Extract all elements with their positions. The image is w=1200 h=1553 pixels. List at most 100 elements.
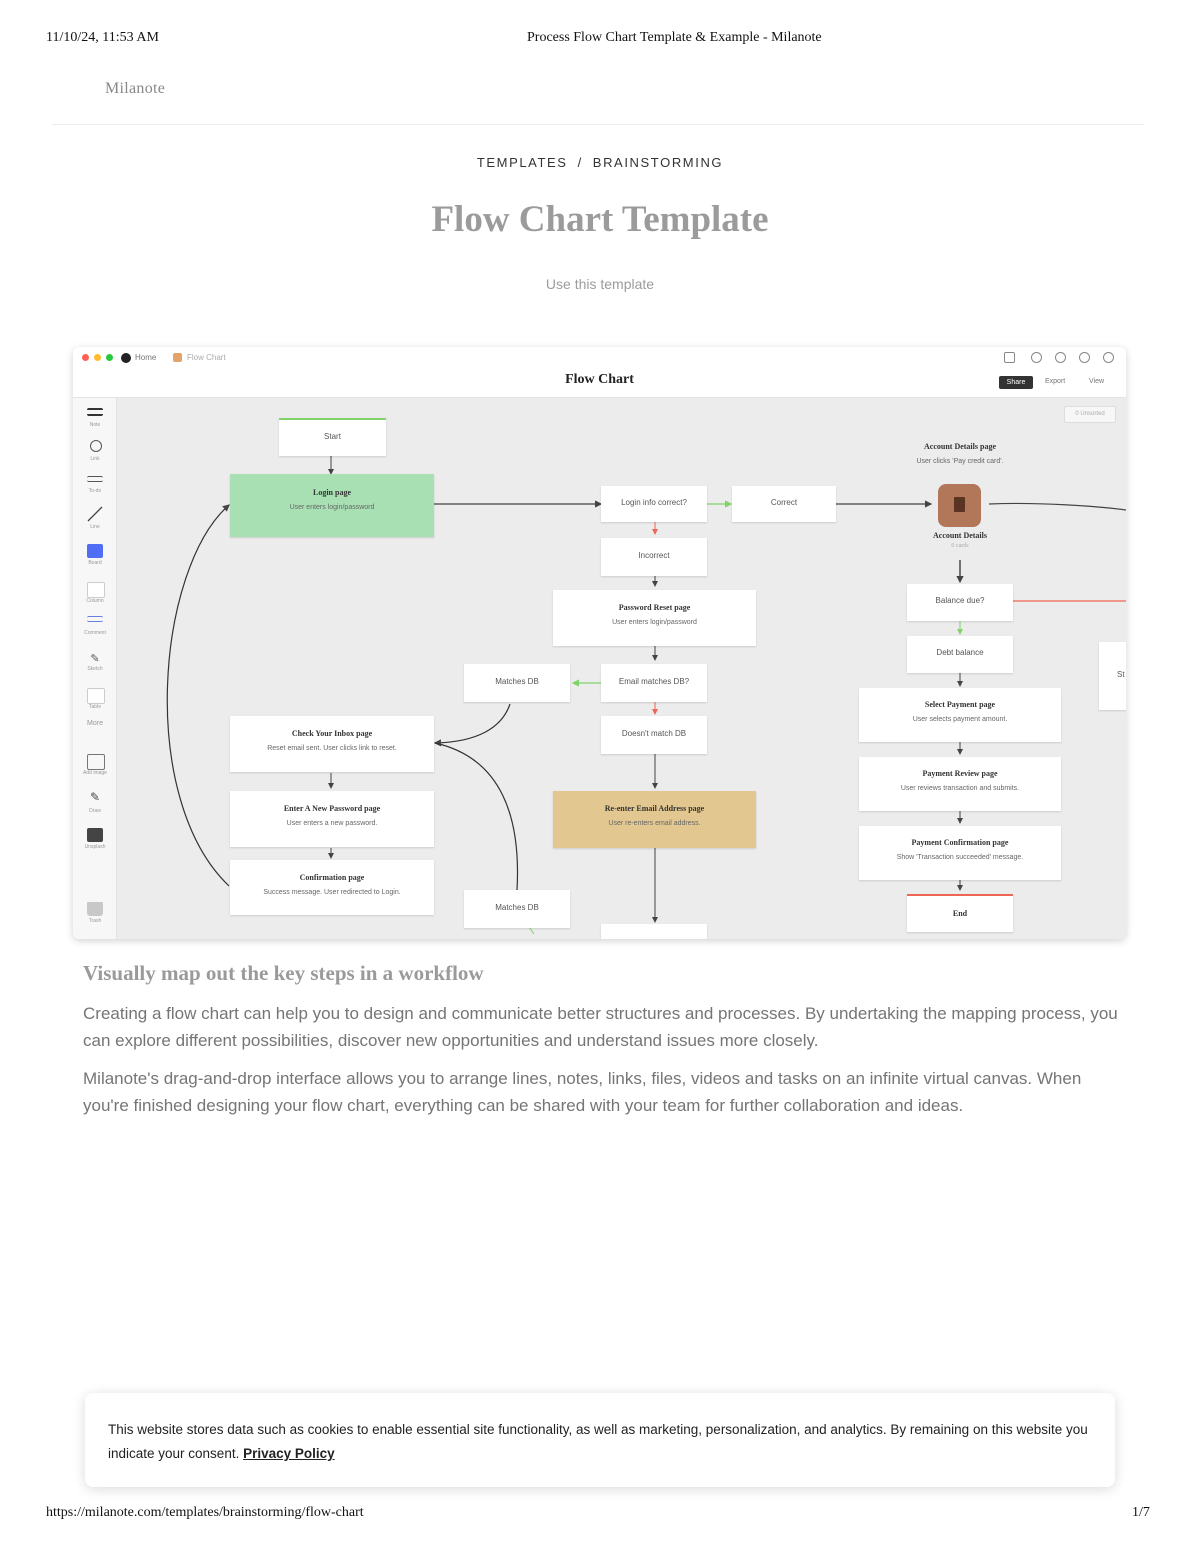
node-subtitle: Reset email sent. User clicks link to re… <box>267 745 397 752</box>
app-crumb-board[interactable]: Flow Chart <box>187 353 226 362</box>
flow-node-end[interactable]: End <box>907 894 1013 932</box>
node-title: Login page <box>312 488 351 497</box>
search-icon[interactable] <box>1055 352 1066 363</box>
page-title: Flow Chart Template <box>431 199 769 240</box>
node-text: Doesn't match DB <box>621 729 687 738</box>
tool-label: Sketch <box>87 666 103 672</box>
window-minimize-dot <box>94 354 101 361</box>
node-title: Password Reset page <box>618 603 691 612</box>
node-title: Payment Review page <box>922 769 998 778</box>
flow-node-balance-decision[interactable]: Balance due? <box>907 584 1013 621</box>
flow-node-payment-review-page[interactable]: Payment Review page User reviews transac… <box>859 757 1061 811</box>
account-details-board-icon[interactable] <box>938 484 981 527</box>
line-tool-icon[interactable] <box>87 506 103 522</box>
section-heading: Visually map out the key steps in a work… <box>83 961 484 985</box>
node-subtitle: User selects payment amount. <box>912 716 1008 723</box>
flow-node-partial[interactable] <box>601 924 707 939</box>
board-tool-icon[interactable] <box>87 544 103 558</box>
export-button[interactable]: Export <box>1045 378 1066 385</box>
print-url: https://milanote.com/templates/brainstor… <box>46 1505 364 1520</box>
flow-node-login-decision[interactable]: Login info correct? <box>601 486 707 522</box>
header-divider <box>52 124 1144 125</box>
sketch-tool-icon[interactable]: ✎ <box>90 653 100 665</box>
trash-icon[interactable] <box>87 902 103 916</box>
node-subtitle: User re-enters email address. <box>608 820 701 827</box>
share-button[interactable]: Share <box>999 376 1033 389</box>
flow-node-payment-confirmation-page[interactable]: Payment Confirmation page Show 'Transact… <box>859 826 1061 880</box>
flow-node-check-inbox-page[interactable]: Check Your Inbox page Reset email sent. … <box>230 716 434 772</box>
flow-node-reenter-email-page[interactable]: Re-enter Email Address page User re-ente… <box>553 791 756 848</box>
account-details-heading: Account Details page User clicks 'Pay cr… <box>890 442 1030 465</box>
node-title: Enter A New Password page <box>283 804 381 813</box>
node-text: Email matches DB? <box>618 677 690 686</box>
flow-node-no-match[interactable]: Doesn't match DB <box>601 716 707 754</box>
cookie-banner: This website stores data such as cookies… <box>85 1393 1115 1487</box>
privacy-policy-link[interactable]: Privacy Policy <box>243 1446 335 1461</box>
board-canvas[interactable]: 0 Unsorted Start Login page User enters … <box>117 398 1126 939</box>
node-title: Account Details page <box>924 442 996 451</box>
flow-node-select-payment-page[interactable]: Select Payment page User selects payment… <box>859 688 1061 742</box>
node-title: Select Payment page <box>924 700 996 709</box>
unsorted-badge[interactable]: 0 Unsorted <box>1064 406 1116 423</box>
document-icon <box>954 497 965 512</box>
node-text: St <box>1117 670 1125 679</box>
app-crumb-home[interactable]: Home <box>135 353 157 362</box>
bell-icon[interactable] <box>1079 352 1090 363</box>
tool-label: Line <box>90 524 100 530</box>
template-preview-screenshot: Home Flow Chart Flow Chart Share Export … <box>73 347 1126 939</box>
table-tool-icon[interactable] <box>87 688 105 704</box>
window-maximize-dot <box>106 354 113 361</box>
node-subtitle: Show 'Transaction succeeded' message. <box>896 854 1024 861</box>
flow-node-debt-balance[interactable]: Debt balance <box>907 636 1013 673</box>
link-tool-icon[interactable] <box>90 440 102 452</box>
flow-node-confirmation-page[interactable]: Confirmation page Success message. User … <box>230 860 434 915</box>
tool-label: Column <box>86 598 104 604</box>
node-subtitle: User clicks 'Pay credit card'. <box>916 458 1004 465</box>
flow-node-offscreen[interactable]: St <box>1099 642 1126 710</box>
breadcrumb-separator: / <box>577 155 583 170</box>
note-tool-icon[interactable] <box>87 408 103 416</box>
breadcrumb-templates[interactable]: TEMPLATES <box>476 155 568 170</box>
more-tools-label[interactable]: More <box>87 720 103 727</box>
add-image-tool-icon[interactable] <box>87 754 105 770</box>
flow-node-password-reset-page[interactable]: Password Reset page User enters login/pa… <box>553 590 756 646</box>
flow-node-email-decision[interactable]: Email matches DB? <box>601 664 707 702</box>
node-subtitle: Success message. User redirected to Logi… <box>263 889 401 896</box>
device-icon[interactable] <box>1004 352 1015 363</box>
todo-tool-icon[interactable] <box>87 476 103 482</box>
board-icon <box>173 353 182 362</box>
node-title: Re-enter Email Address page <box>604 804 705 813</box>
comment-tool-icon[interactable] <box>87 616 103 622</box>
node-subtitle: User reviews transaction and submits. <box>900 785 1020 792</box>
node-text: Incorrect <box>638 551 670 560</box>
view-button[interactable]: View <box>1089 378 1105 385</box>
flow-node-new-password-page[interactable]: Enter A New Password page User enters a … <box>230 791 434 847</box>
tool-label: Board <box>88 560 102 566</box>
column-tool-icon[interactable] <box>87 582 105 598</box>
flow-node-start[interactable]: Start <box>279 418 386 456</box>
draw-tool-icon[interactable]: ✎ <box>89 790 101 804</box>
unsplash-tool-icon[interactable] <box>87 828 103 842</box>
node-title: Confirmation page <box>299 873 365 882</box>
flow-node-matches-db-2[interactable]: Matches DB <box>464 890 570 928</box>
use-template-button[interactable]: Use this template <box>545 276 655 292</box>
tool-label: Draw <box>89 808 101 814</box>
flow-node-incorrect[interactable]: Incorrect <box>601 538 707 576</box>
cookie-message: This website stores data such as cookies… <box>108 1418 1088 1466</box>
node-title: Payment Confirmation page <box>911 838 1009 847</box>
account-details-count: 0 cards <box>951 543 969 549</box>
tool-label: Comment <box>84 630 106 636</box>
flow-node-correct[interactable]: Correct <box>732 486 836 522</box>
node-text: Start <box>324 432 341 441</box>
tool-label: Table <box>89 704 101 710</box>
flow-node-matches-db[interactable]: Matches DB <box>464 664 570 702</box>
breadcrumb-brainstorming[interactable]: BRAINSTORMING <box>592 155 724 170</box>
flow-node-login-page[interactable]: Login page User enters login/password <box>230 474 434 537</box>
tool-label: Trash <box>88 918 102 924</box>
node-text: End <box>952 909 968 918</box>
node-text: Debt balance <box>936 648 984 657</box>
milanote-logo[interactable]: Milanote <box>105 80 166 97</box>
gear-icon[interactable] <box>1103 352 1114 363</box>
clock-icon[interactable] <box>1031 352 1042 363</box>
tool-label: Unsplash <box>84 844 106 850</box>
